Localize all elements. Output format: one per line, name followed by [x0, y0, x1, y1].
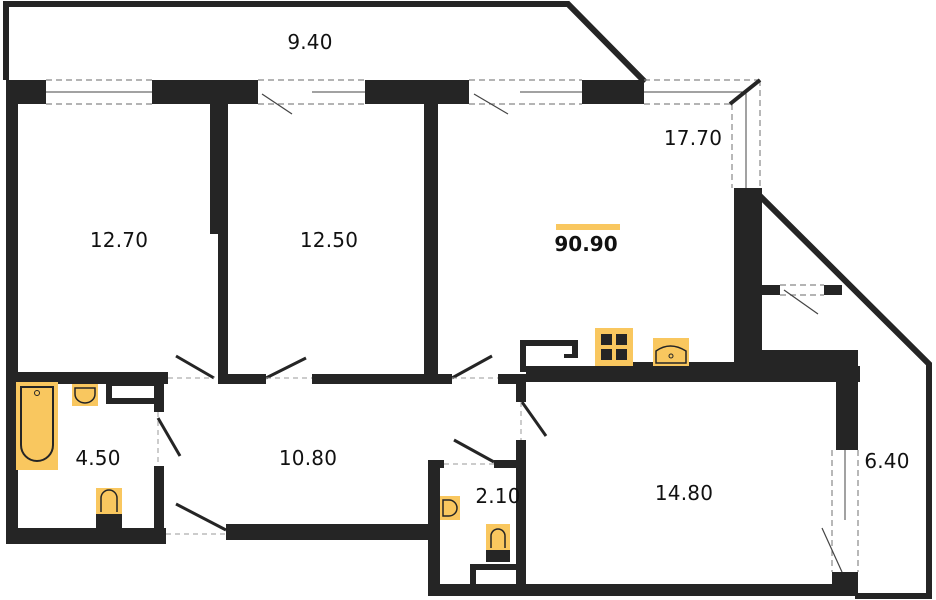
toilet-room-toilet-icon: [486, 524, 510, 562]
balcony-right-outline: [757, 193, 932, 599]
room-area-balcony-top: 9.40: [287, 30, 333, 54]
bathroom-toilet-icon: [96, 488, 122, 528]
door-openings: [157, 377, 522, 535]
room-area-hallway: 10.80: [278, 446, 338, 470]
bathroom-sink-icon: [72, 384, 98, 406]
room-area-living-room: 17.70: [663, 126, 723, 150]
total-area: 90.90: [554, 232, 618, 256]
walls: [6, 80, 860, 596]
room-area-bathroom: 4.50: [75, 446, 121, 470]
room-area-bedroom-2: 12.50: [299, 228, 359, 252]
room-area-kitchen: 14.80: [654, 481, 714, 505]
bathtub-icon: [16, 382, 58, 470]
kitchen-sink-icon: [653, 338, 689, 366]
stove-icon: [595, 328, 633, 366]
windows: [46, 79, 859, 572]
room-area-bedroom-1: 12.70: [89, 228, 149, 252]
window-glass: [46, 78, 846, 520]
total-area-accent-bar: [556, 224, 620, 230]
room-area-toilet: 2.10: [475, 484, 521, 508]
room-area-balcony-right: 6.40: [864, 449, 910, 473]
toilet-room-sink-icon: [440, 496, 460, 520]
interior-doors: [156, 354, 548, 532]
balcony-doors: [261, 93, 843, 573]
balcony-top-outline: [3, 0, 648, 85]
